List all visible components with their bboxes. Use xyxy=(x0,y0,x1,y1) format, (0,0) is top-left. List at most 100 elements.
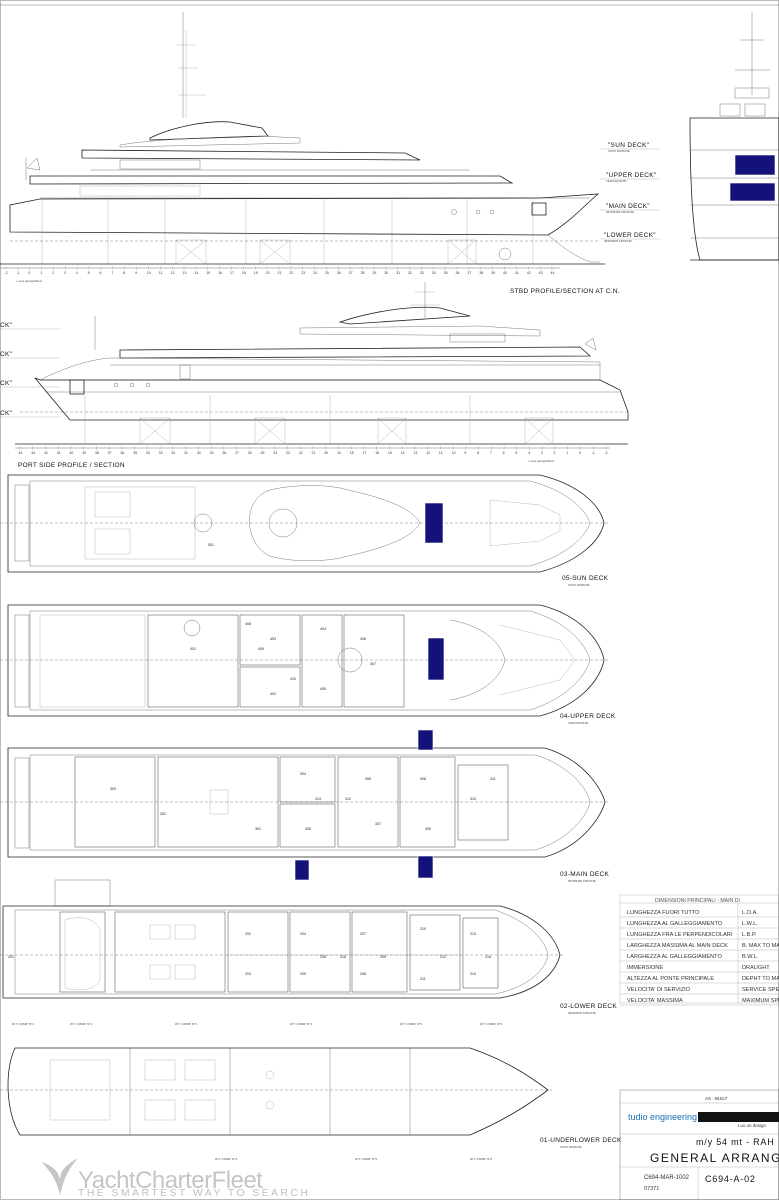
frame-tick-label: 39 xyxy=(82,451,86,455)
frame-tick-label: 1 xyxy=(40,271,42,275)
frame-tick-label: 2 xyxy=(554,451,556,455)
stbd-label-sun-deck: "SUN DECK" xyxy=(608,142,650,149)
engineering-firm: tudio engineering xyxy=(628,1112,697,1122)
svg-text:2840/2875 FROM BL: 2840/2875 FROM BL xyxy=(568,1011,597,1015)
room-number: 406 xyxy=(360,637,366,641)
frame-tick-label: -1 xyxy=(16,271,19,275)
drawing-number: 07371 xyxy=(644,1186,659,1192)
frame-tick-label: 35 xyxy=(444,271,448,275)
frame-tick-label: 30 xyxy=(197,451,201,455)
main-deck-wing-port xyxy=(417,855,434,879)
underlower-deck-title: 01-UNDERLOWER DECK xyxy=(540,1137,622,1144)
frame-tick-label: 17 xyxy=(362,451,366,455)
stbd-profile-title: STBD PROFILE/SECTION AT C.N. xyxy=(510,288,620,295)
port-profile xyxy=(15,282,629,445)
frame-tick-label: 31 xyxy=(184,451,188,455)
dimension-label-en: B. MAX TO MA xyxy=(742,943,779,949)
stbd-deck-labels: "SUN DECK" XXXX FROM BL "UPPER DECK" 740… xyxy=(600,142,660,243)
frame-tick-label: 44 xyxy=(19,451,23,455)
svg-text:7400 FROM BL: 7400 FROM BL xyxy=(606,179,627,183)
room-number: 212 xyxy=(440,955,446,959)
frame-tick-label: 34 xyxy=(432,271,436,275)
room-number: 313 xyxy=(315,797,321,801)
frame-tick-label: 4 xyxy=(528,451,530,455)
frame-tick-label: 23 xyxy=(301,271,305,275)
svg-text:+ new apn/gothitom: + new apn/gothitom xyxy=(528,459,555,463)
room-number: 214 xyxy=(470,972,476,976)
frame-tick-label: 28 xyxy=(222,451,226,455)
frame-tick-label: 10 xyxy=(452,451,456,455)
frame-tick-label: 21 xyxy=(312,451,316,455)
frame-tick-label: 36 xyxy=(456,271,460,275)
svg-text:501: 501 xyxy=(208,543,214,547)
lower-deck-title: 02-LOWER DECK xyxy=(560,1003,617,1010)
room-number: 312 xyxy=(345,797,351,801)
frame-tick-label: 14 xyxy=(401,451,405,455)
dimension-label-it: VELOCITA' DI SERVIZIO xyxy=(627,987,691,993)
room-number: 309 xyxy=(425,827,431,831)
room-number: 310 xyxy=(470,797,476,801)
frame-tick-label: 19 xyxy=(337,451,341,455)
frame-tick-label: 27 xyxy=(235,451,239,455)
room-number: 215 xyxy=(485,955,491,959)
main-deck-wing-stbd xyxy=(417,729,434,751)
sun-deck-title: 05-SUN DECK xyxy=(562,575,609,582)
room-number: 405 xyxy=(320,687,326,691)
room-number: 304 xyxy=(300,772,306,776)
dimension-label-it: LARGHEZZA MASSIMA AL MAIN DECK xyxy=(627,943,728,949)
svg-text:W.T. COMP. N°5: W.T. COMP. N°5 xyxy=(400,1022,422,1026)
stbd-label-main-deck: "MAIN DECK" xyxy=(606,203,650,210)
frame-tick-label: 26 xyxy=(337,271,341,275)
frame-tick-label: -2 xyxy=(5,271,8,275)
room-number: 210 xyxy=(420,927,426,931)
frame-tick-label: 24 xyxy=(313,271,317,275)
room-number: 301 xyxy=(255,827,261,831)
svg-text:CK": CK" xyxy=(0,322,13,329)
frame-tick-label: 18 xyxy=(350,451,354,455)
dimension-label-en: L.W.L. xyxy=(742,921,758,927)
svg-text:W.T. COMP. N°4: W.T. COMP. N°4 xyxy=(215,1157,237,1161)
front-main-windows xyxy=(729,182,776,202)
dimension-label-it: LUNGHEZZA FRA LE PERPENDICOLARI xyxy=(627,932,733,938)
port-deck-labels: CK" CK" CK" CK" xyxy=(0,322,60,418)
sun-deck-plan: 501 xyxy=(0,474,608,573)
room-number: 209 xyxy=(380,955,386,959)
frame-tick-label: 35 xyxy=(133,451,137,455)
frame-tick-label: 21 xyxy=(278,271,282,275)
svg-text:CK": CK" xyxy=(0,410,13,417)
room-number: 307 xyxy=(375,822,381,826)
svg-text:2840/2875 FROM BL: 2840/2875 FROM BL xyxy=(604,239,633,243)
room-number: 204 xyxy=(300,932,306,936)
room-number: 404 xyxy=(320,627,326,631)
svg-text:W.T. COMP. N°6: W.T. COMP. N°6 xyxy=(480,1022,502,1026)
frame-tick-label: 38 xyxy=(95,451,99,455)
upper-deck-title: 04-UPPER DECK xyxy=(560,713,616,720)
dimension-label-en: B.W.L. xyxy=(742,954,759,960)
front-bridge-windows xyxy=(734,154,776,176)
frame-tick-label: 1 xyxy=(566,451,568,455)
svg-text:7400 FROM BL: 7400 FROM BL xyxy=(568,721,589,725)
frame-tick-label: 43 xyxy=(31,451,35,455)
watermark-logo-text: YachtCharterFleet xyxy=(78,1167,263,1194)
frame-tick-label: 5 xyxy=(515,451,517,455)
room-number: 203 xyxy=(245,972,251,976)
frame-tick-label: 0 xyxy=(28,271,30,275)
watermark-tagline: THE SMARTEST WAY TO SEARCH xyxy=(78,1187,310,1199)
stbd-label-upper-deck: "UPPER DECK" xyxy=(606,172,657,179)
frame-tick-label: 2 xyxy=(52,271,54,275)
room-number: 308 xyxy=(420,777,426,781)
main-deck-title: 03-MAIN DECK xyxy=(560,871,609,878)
room-number: 305 xyxy=(305,827,311,831)
svg-text:5375/5450 FROM BL: 5375/5450 FROM BL xyxy=(568,879,597,883)
lower-compartment-labels: W.T. COMP. N°1 W.T. COMP. N°2 W.T. COMP.… xyxy=(12,1022,502,1026)
frame-tick-label: 39 xyxy=(491,271,495,275)
frame-tick-label: 14 xyxy=(194,271,198,275)
frame-tick-label: 9 xyxy=(464,451,466,455)
frame-tick-label: 36 xyxy=(120,451,124,455)
frame-tick-label: 22 xyxy=(289,271,293,275)
main-deck-gangway xyxy=(294,859,310,881)
